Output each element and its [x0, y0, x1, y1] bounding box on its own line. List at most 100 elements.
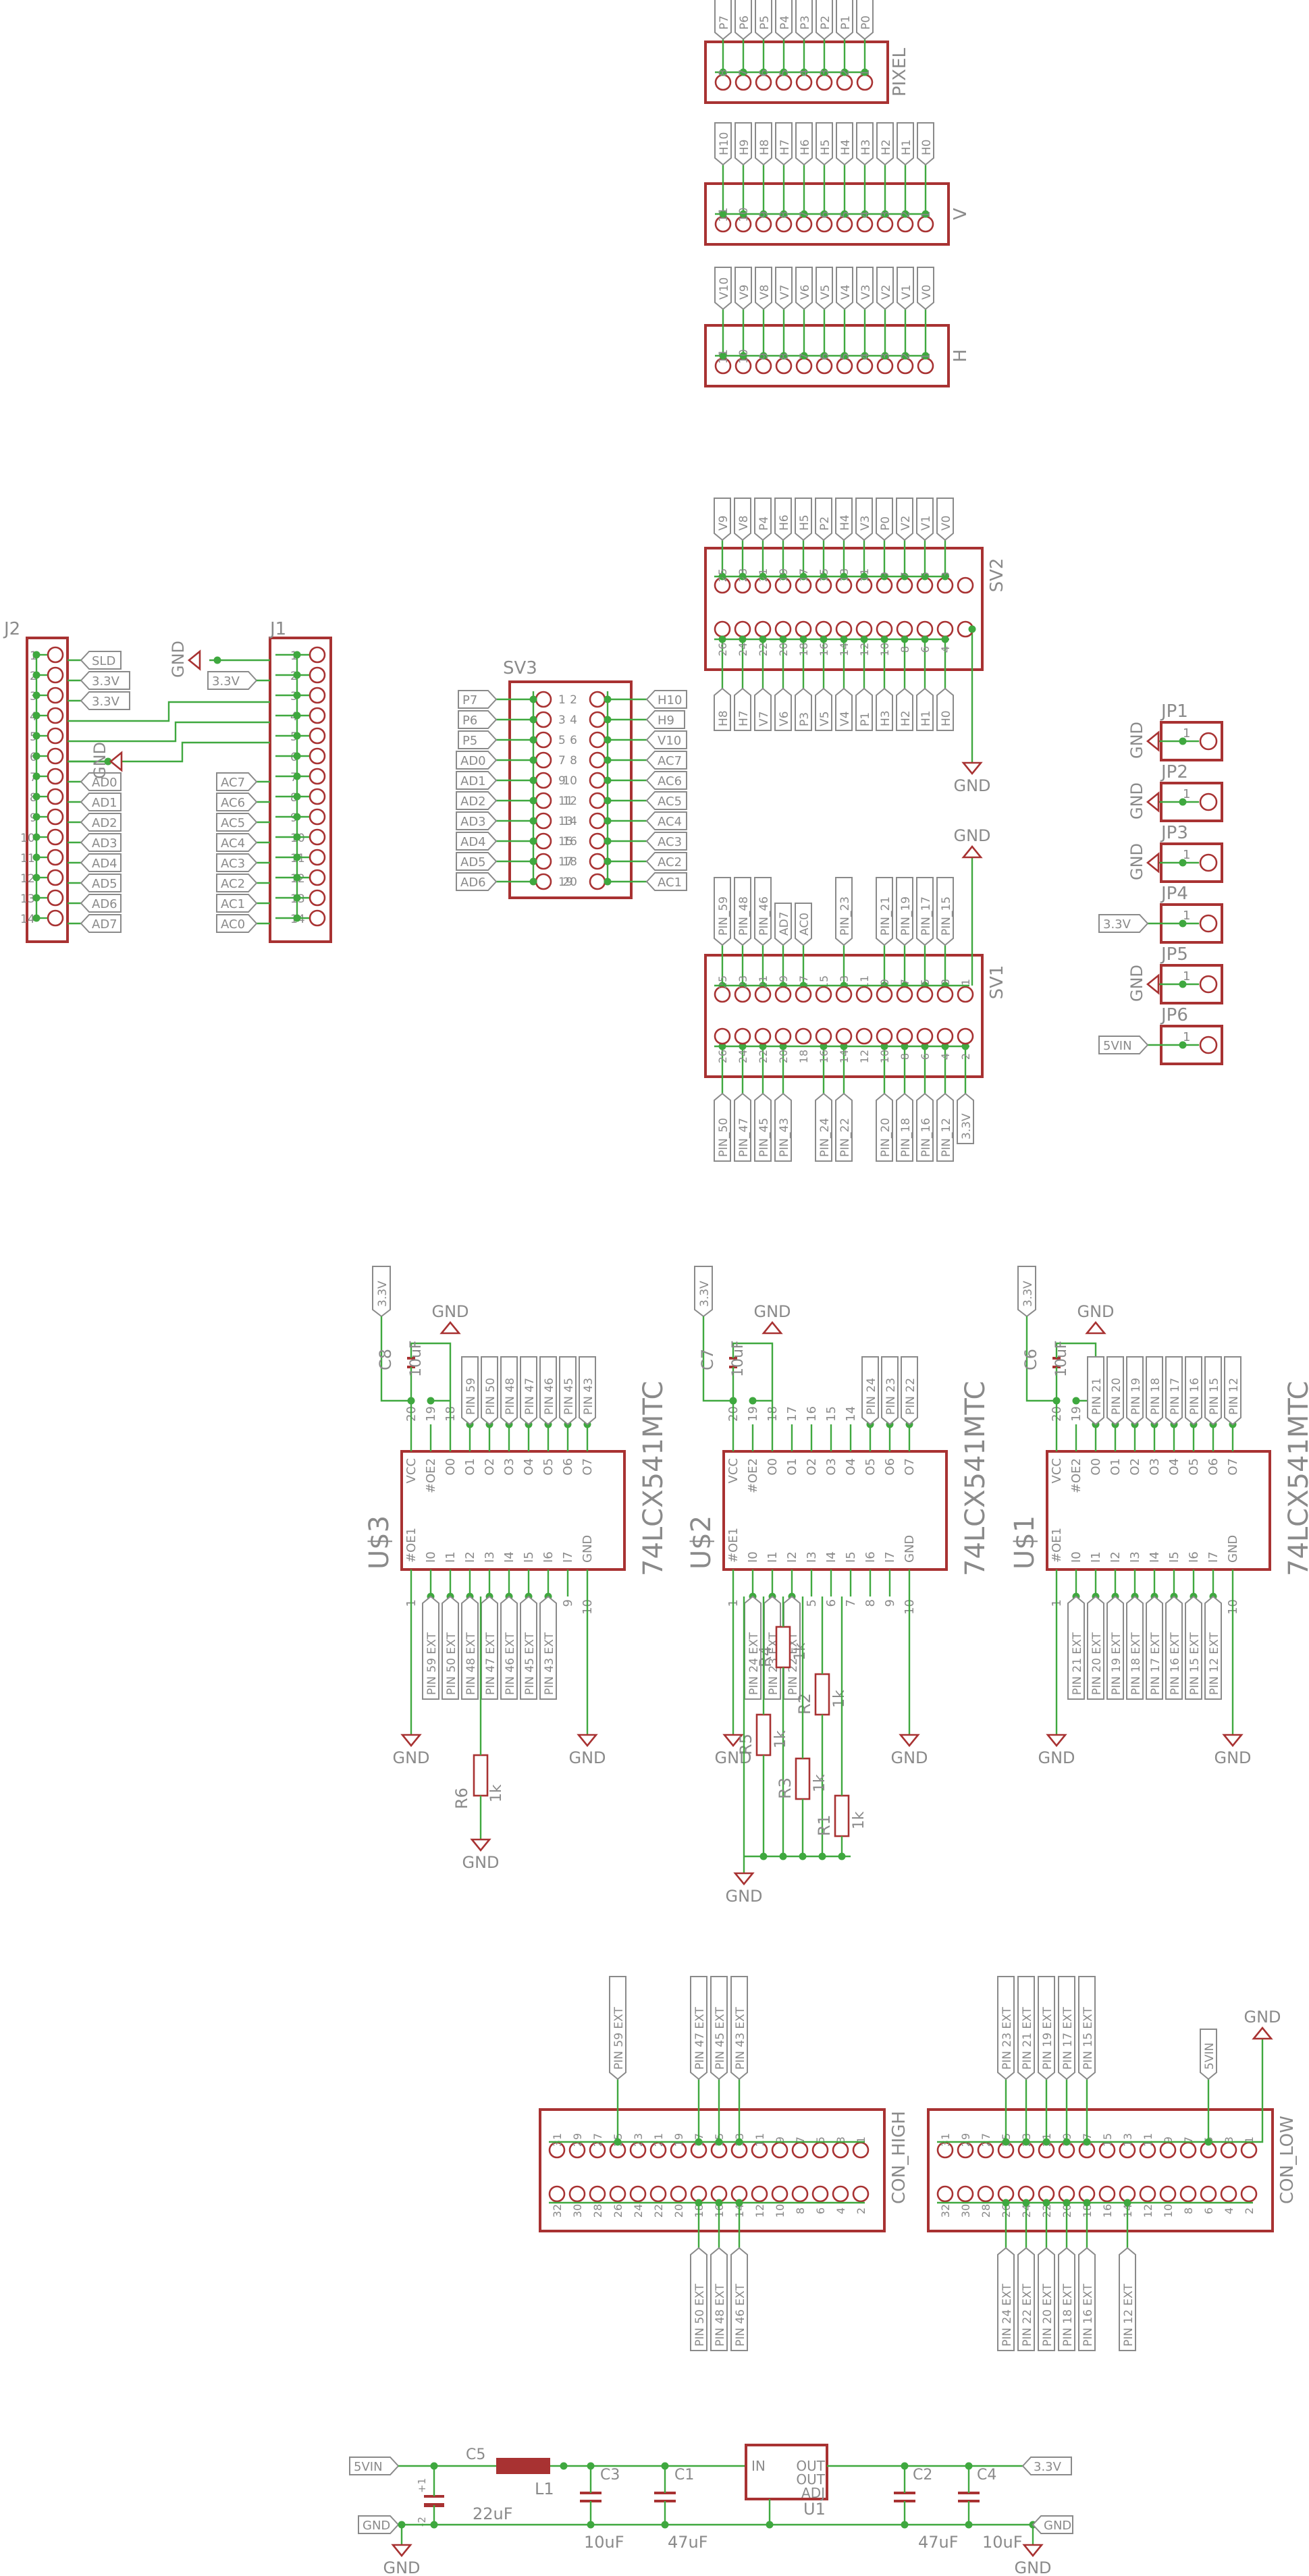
net-flag-text: PIN 16 EXT — [1169, 1632, 1182, 1695]
con_high-bottom-pad — [649, 2185, 667, 2203]
sv1-pin-number: 14 — [838, 1050, 851, 1063]
sv3-net-AC4: AC4 — [645, 811, 687, 830]
con_high-pin-number: 10 — [774, 2204, 786, 2218]
net-flag-text: PIN 16 EXT — [1081, 2283, 1095, 2346]
sv3-pin-number: 12 — [562, 795, 577, 808]
ic-top-pin-number-U$2: 16 — [805, 1406, 819, 1422]
net-flag-outline — [1078, 2247, 1096, 2351]
net-flag-text: H9 — [738, 139, 751, 155]
net-flag-text: 3.3V — [376, 1281, 390, 1307]
resistor-R2 — [814, 1673, 830, 1716]
sv3-net-P7: P7 — [458, 690, 498, 709]
j2-net-AD5: AD5 — [80, 874, 122, 892]
con_high-pin-number: 12 — [753, 2204, 766, 2218]
net-flag-outline — [936, 1092, 954, 1162]
resistor-value-R1: 1k — [851, 1811, 867, 1829]
resistor-value-R4: 1k — [792, 1642, 809, 1661]
net-flag-outline — [216, 793, 258, 811]
sv3-pin-number: 20 — [562, 876, 577, 889]
net-flag-text: H5 — [819, 139, 832, 155]
ic-bottom-pin-number-U$2: 5 — [805, 1599, 819, 1607]
net-flag-outline — [734, 498, 751, 541]
con_high-bottom-pad — [589, 2185, 606, 2203]
net-flag-outline — [216, 813, 258, 832]
resistor-ref-R1: R1 — [815, 1815, 834, 1836]
net-flag-outline — [816, 267, 833, 311]
net-flag-outline — [609, 1976, 626, 2081]
sv1-top-pad — [774, 986, 792, 1003]
net-flag-text: PIN 19 EXT — [1041, 2006, 1054, 2070]
j2-pin-number: 13 — [20, 892, 35, 906]
ic-top-pin-name-U$2: O6 — [883, 1458, 897, 1476]
sv2-net-H6: H6 — [774, 498, 792, 541]
net-flag-outline — [816, 0, 833, 41]
sv1-top-pad — [714, 986, 731, 1003]
net-flag-outline — [754, 1092, 772, 1162]
j2-j1-wire — [68, 701, 270, 722]
ic-net-PIN_23: PIN 23 — [881, 1356, 899, 1426]
net-flag-outline — [442, 1595, 459, 1700]
net-flag-outline — [80, 691, 130, 710]
con_high-body — [539, 2108, 886, 2232]
con_low-top-pad — [1179, 2141, 1197, 2159]
net-flag-outline — [917, 122, 934, 166]
ic-top-pin-name-U$1: O6 — [1206, 1458, 1221, 1476]
net-flag-outline — [876, 498, 893, 541]
con_high-bottom-pad — [568, 2185, 586, 2203]
sv1-net-PIN_59: PIN_59 — [714, 877, 731, 946]
con_high-net-PIN_47_EXT: PIN 47 EXT — [690, 1976, 707, 2081]
h-net-V8: V8 — [755, 267, 772, 311]
sv2-net-V4: V4 — [835, 687, 853, 731]
sv2-bottom-pad — [774, 620, 792, 638]
ground-triangle — [400, 1734, 422, 1748]
v-net-H2: H2 — [876, 122, 894, 166]
con_low-top-pad — [1220, 2141, 1237, 2159]
con_high-top-pad — [811, 2141, 829, 2159]
sv2-pin-number: 26 — [716, 643, 729, 656]
con_high-pin-number: 27 — [591, 2133, 604, 2147]
con_low-bottom-pad — [977, 2185, 994, 2203]
ground-triangle — [1146, 973, 1160, 995]
ic-bottom-pin-name-U$3: I2 — [463, 1551, 477, 1563]
sv1-pin-number: 22 — [757, 1050, 770, 1063]
sv2-net-P3: P3 — [795, 687, 812, 731]
sv3-pin-number: 3 — [558, 714, 566, 727]
net-flag-text: PIN 46 — [543, 1378, 556, 1415]
net-flag-outline — [80, 894, 122, 913]
net-flag-outline — [80, 671, 130, 690]
net-flag-text: V6 — [778, 712, 791, 726]
net-flag-outline — [714, 687, 731, 731]
ground-label: GND — [1127, 782, 1146, 820]
ground-triangle — [439, 1320, 461, 1335]
net-flag-text: H9 — [658, 714, 674, 728]
j1-ground: GND — [169, 641, 201, 678]
net-flag-text: PIN 18 EXT — [1061, 2283, 1075, 2346]
cap-value-C2: 47uF — [918, 2533, 959, 2552]
net-flag-outline — [456, 852, 498, 871]
net-flag-text: PIN_22 — [838, 1118, 852, 1157]
net-flag-outline — [916, 687, 934, 731]
sv1-top-pad — [936, 986, 954, 1003]
net-flag-outline — [755, 122, 772, 166]
ground-triangle — [1022, 2544, 1044, 2558]
net-flag-text: 3.3V — [698, 1281, 712, 1307]
con_high-pin-number: 2 — [855, 2207, 867, 2214]
net-flag-text: PIN 17 EXT — [1149, 1632, 1163, 1695]
net-flag-outline — [1185, 1595, 1202, 1700]
ground-label: GND — [383, 2558, 420, 2576]
net-flag-outline — [1165, 1595, 1183, 1700]
net-flag-text: PIN 24 EXT — [747, 1632, 761, 1695]
h-pin-number: 8 — [778, 353, 791, 360]
net-flag-text: PIN_16 — [919, 1118, 933, 1157]
net-flag-outline — [216, 853, 258, 872]
pixel-header-name: PIXEL — [890, 47, 910, 97]
net-flag-text: P1 — [839, 16, 853, 30]
h-pin-number: 2 — [899, 353, 913, 360]
sv1-net-PIN_12: PIN_12 — [936, 1092, 954, 1162]
ic-bottom-pin-name-U$3: I7 — [561, 1551, 575, 1563]
net-flag-text: AD7 — [778, 911, 791, 936]
net-flag-text: PIN 59 EXT — [612, 2006, 626, 2070]
net-flag-text: PIN_50 — [717, 1118, 730, 1157]
net-flag-text: GND — [1044, 2519, 1071, 2533]
net-flag-text: AC0 — [221, 917, 245, 932]
